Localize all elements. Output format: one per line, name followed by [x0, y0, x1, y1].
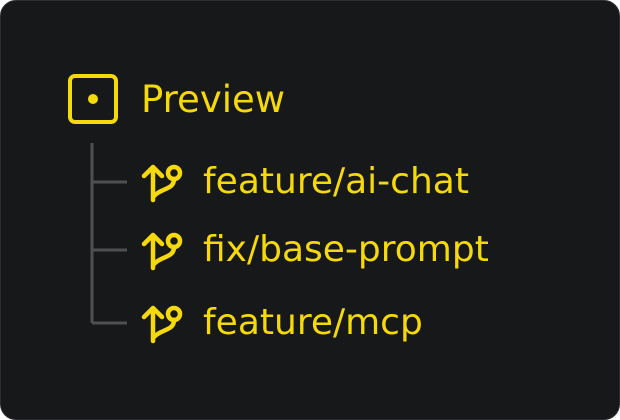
dot-square-icon: [67, 73, 119, 125]
git-branch-icon: [137, 228, 189, 272]
git-branch-icon: [137, 301, 189, 345]
tree-item-branch-1[interactable]: feature/ai-chat: [137, 157, 469, 207]
tree-item-branch-2[interactable]: fix/base-prompt: [137, 225, 489, 275]
branch-label: fix/base-prompt: [203, 229, 489, 270]
branch-label: feature/mcp: [203, 302, 423, 343]
git-branch-icon: [137, 160, 189, 204]
root-label: Preview: [141, 77, 286, 121]
tree-item-branch-3[interactable]: feature/mcp: [137, 298, 423, 348]
tree-root-preview[interactable]: Preview: [67, 73, 285, 125]
branch-label: feature/ai-chat: [203, 161, 469, 202]
